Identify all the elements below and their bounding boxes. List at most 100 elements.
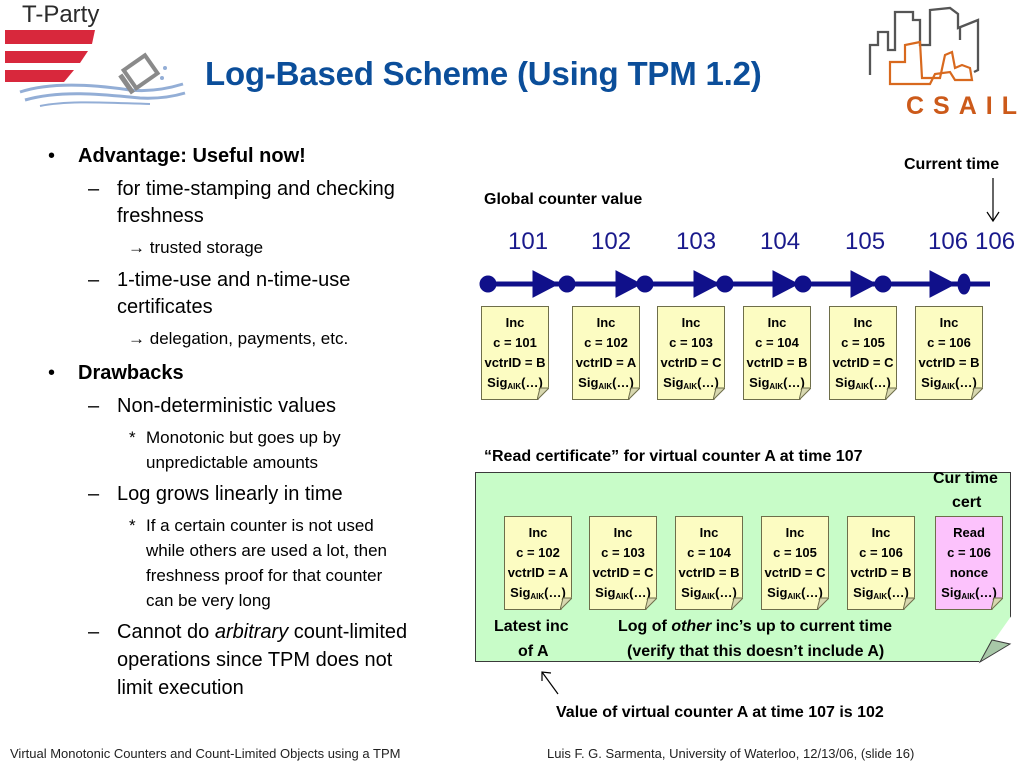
cert-signature: SigAIK(…) — [749, 375, 805, 391]
bullet-certificates: –1-time-use and n-time-use — [88, 269, 351, 291]
cert-vctr: vctrID = C — [764, 565, 826, 580]
log-note-verify: (verify that this doesn’t include A) — [627, 643, 885, 660]
bullet-timestamping: –for time-stamping and checking — [88, 178, 395, 200]
counter-value-101: 101 — [508, 228, 549, 255]
bullet-monotonic: *Monotonic but goes up by — [129, 428, 341, 447]
cert-type: Inc — [785, 525, 805, 540]
bullet-counter-unused: *If a certain counter is not used — [129, 516, 374, 535]
page-fold-icon — [991, 597, 1003, 610]
cert-vctr: vctrID = C — [592, 565, 654, 580]
csail-logo-icon — [868, 6, 980, 86]
cert-signature: SigAIK(…) — [487, 375, 543, 391]
cert-vctr: vctrID = B — [746, 355, 808, 370]
timeline-node — [716, 275, 734, 293]
read-certificate-fold-icon — [978, 639, 1012, 664]
cert-type: Inc — [613, 525, 633, 540]
csail-logo — [850, 0, 1024, 125]
timeline-line — [479, 270, 990, 298]
cert-counter: c = 106 — [859, 545, 903, 560]
cert-signature: SigAIK(…) — [853, 585, 909, 601]
page-fold-icon — [971, 387, 983, 400]
cert-type: Inc — [699, 525, 719, 540]
bullet-certificates-cont: certificates — [117, 296, 213, 318]
slide-title: Log-Based Scheme (Using TPM 1.2) — [205, 55, 762, 92]
timeline-node — [874, 275, 892, 293]
cert-signature: SigAIK(…) — [663, 375, 719, 391]
global-counter-label: Global counter value — [484, 191, 643, 208]
current-time-label: Current time — [904, 156, 1000, 173]
page-fold-icon — [628, 387, 640, 400]
bullet-arbitrary-cont-2: limit execution — [117, 677, 244, 699]
bullet-trusted-storage: → trusted storage — [128, 238, 264, 257]
bullet-monotonic-cont: unpredictable amounts — [146, 453, 319, 472]
cert-vctr: vctrID = B — [678, 565, 740, 580]
certificate-note: Inc c = 105 vctrID = C SigAIK(…) — [761, 516, 829, 610]
page-fold-icon — [885, 387, 897, 400]
cert-vctr: vctrID = B — [850, 565, 912, 580]
bullet-timestamping-cont: freshness — [117, 205, 204, 227]
cert-signature: SigAIK(…) — [510, 585, 566, 601]
conclusion-text: Value of virtual counter A at time 107 i… — [556, 704, 884, 721]
timeline-arrow-icon — [772, 270, 800, 298]
counter-value-106-a: 106 — [928, 228, 969, 255]
pointer-arrow-icon — [541, 671, 559, 695]
bullet-log-grows: –Log grows linearly in time — [88, 483, 343, 505]
cur-time-label: Cur time — [933, 470, 998, 487]
cert-type: Read — [953, 525, 985, 540]
page-fold-icon — [817, 597, 829, 610]
cert-counter: c = 106 — [947, 545, 991, 560]
cert-type: Inc — [505, 315, 525, 330]
cert-signature: SigAIK(…) — [921, 375, 977, 391]
cert-vctr: nonce — [949, 565, 989, 580]
bullet-delegation: → delegation, payments, etc. — [128, 329, 349, 348]
cert-vctr: vctrID = A — [575, 355, 637, 370]
timeline-arrow-icon — [929, 270, 957, 298]
cert-counter: c = 103 — [601, 545, 645, 560]
cert-signature: SigAIK(…) — [767, 585, 823, 601]
current-time-arrow-icon — [986, 178, 1000, 223]
cert-vctr: vctrID = A — [507, 565, 569, 580]
bullet-arbitrary-cont-1: operations since TPM does not — [117, 649, 393, 671]
cert-counter: c = 103 — [669, 335, 713, 350]
t-party-logo-icon — [5, 30, 186, 107]
footer-author: Luis F. G. Sarmenta, University of Water… — [547, 746, 915, 761]
latest-inc-label-cont: of A — [518, 643, 549, 660]
csail-logo-text: CSAIL — [906, 92, 1024, 120]
cert-counter: c = 102 — [516, 545, 560, 560]
read-certificate-title: “Read certificate” for virtual counter A… — [484, 448, 863, 465]
log-note: Log of other inc’s up to current time — [618, 618, 893, 635]
page-fold-icon — [799, 387, 811, 400]
t-party-logo-text: T-Party — [22, 1, 100, 28]
bullet-counter-unused-cont-1: while others are used a lot, then — [146, 541, 387, 560]
cert-type: Inc — [681, 315, 701, 330]
t-party-logo — [0, 0, 190, 115]
counter-value-104: 104 — [760, 228, 801, 255]
cert-type: Inc — [596, 315, 616, 330]
page-fold-icon — [731, 597, 743, 610]
timeline-arrow-icon — [532, 270, 560, 298]
cert-counter: c = 105 — [773, 545, 817, 560]
cert-vctr: vctrID = C — [832, 355, 894, 370]
cert-type: Inc — [528, 525, 548, 540]
cert-counter: c = 106 — [927, 335, 971, 350]
page-fold-icon — [537, 387, 549, 400]
bullet-arbitrary: –Cannot do arbitrary count-limited — [88, 621, 408, 643]
timeline-node — [636, 275, 654, 293]
page-fold-icon — [903, 597, 915, 610]
cert-vctr: vctrID = B — [484, 355, 546, 370]
timeline-arrow-icon — [615, 270, 643, 298]
bullet-advantage: •Advantage: Useful now! — [48, 145, 306, 167]
bullet-drawbacks: •Drawbacks — [48, 362, 184, 384]
timeline-node — [794, 275, 812, 293]
bullet-counter-unused-cont-3: can be very long — [146, 591, 271, 610]
cert-counter: c = 104 — [755, 335, 799, 350]
timeline-node — [558, 275, 576, 293]
page-fold-icon — [713, 387, 725, 400]
